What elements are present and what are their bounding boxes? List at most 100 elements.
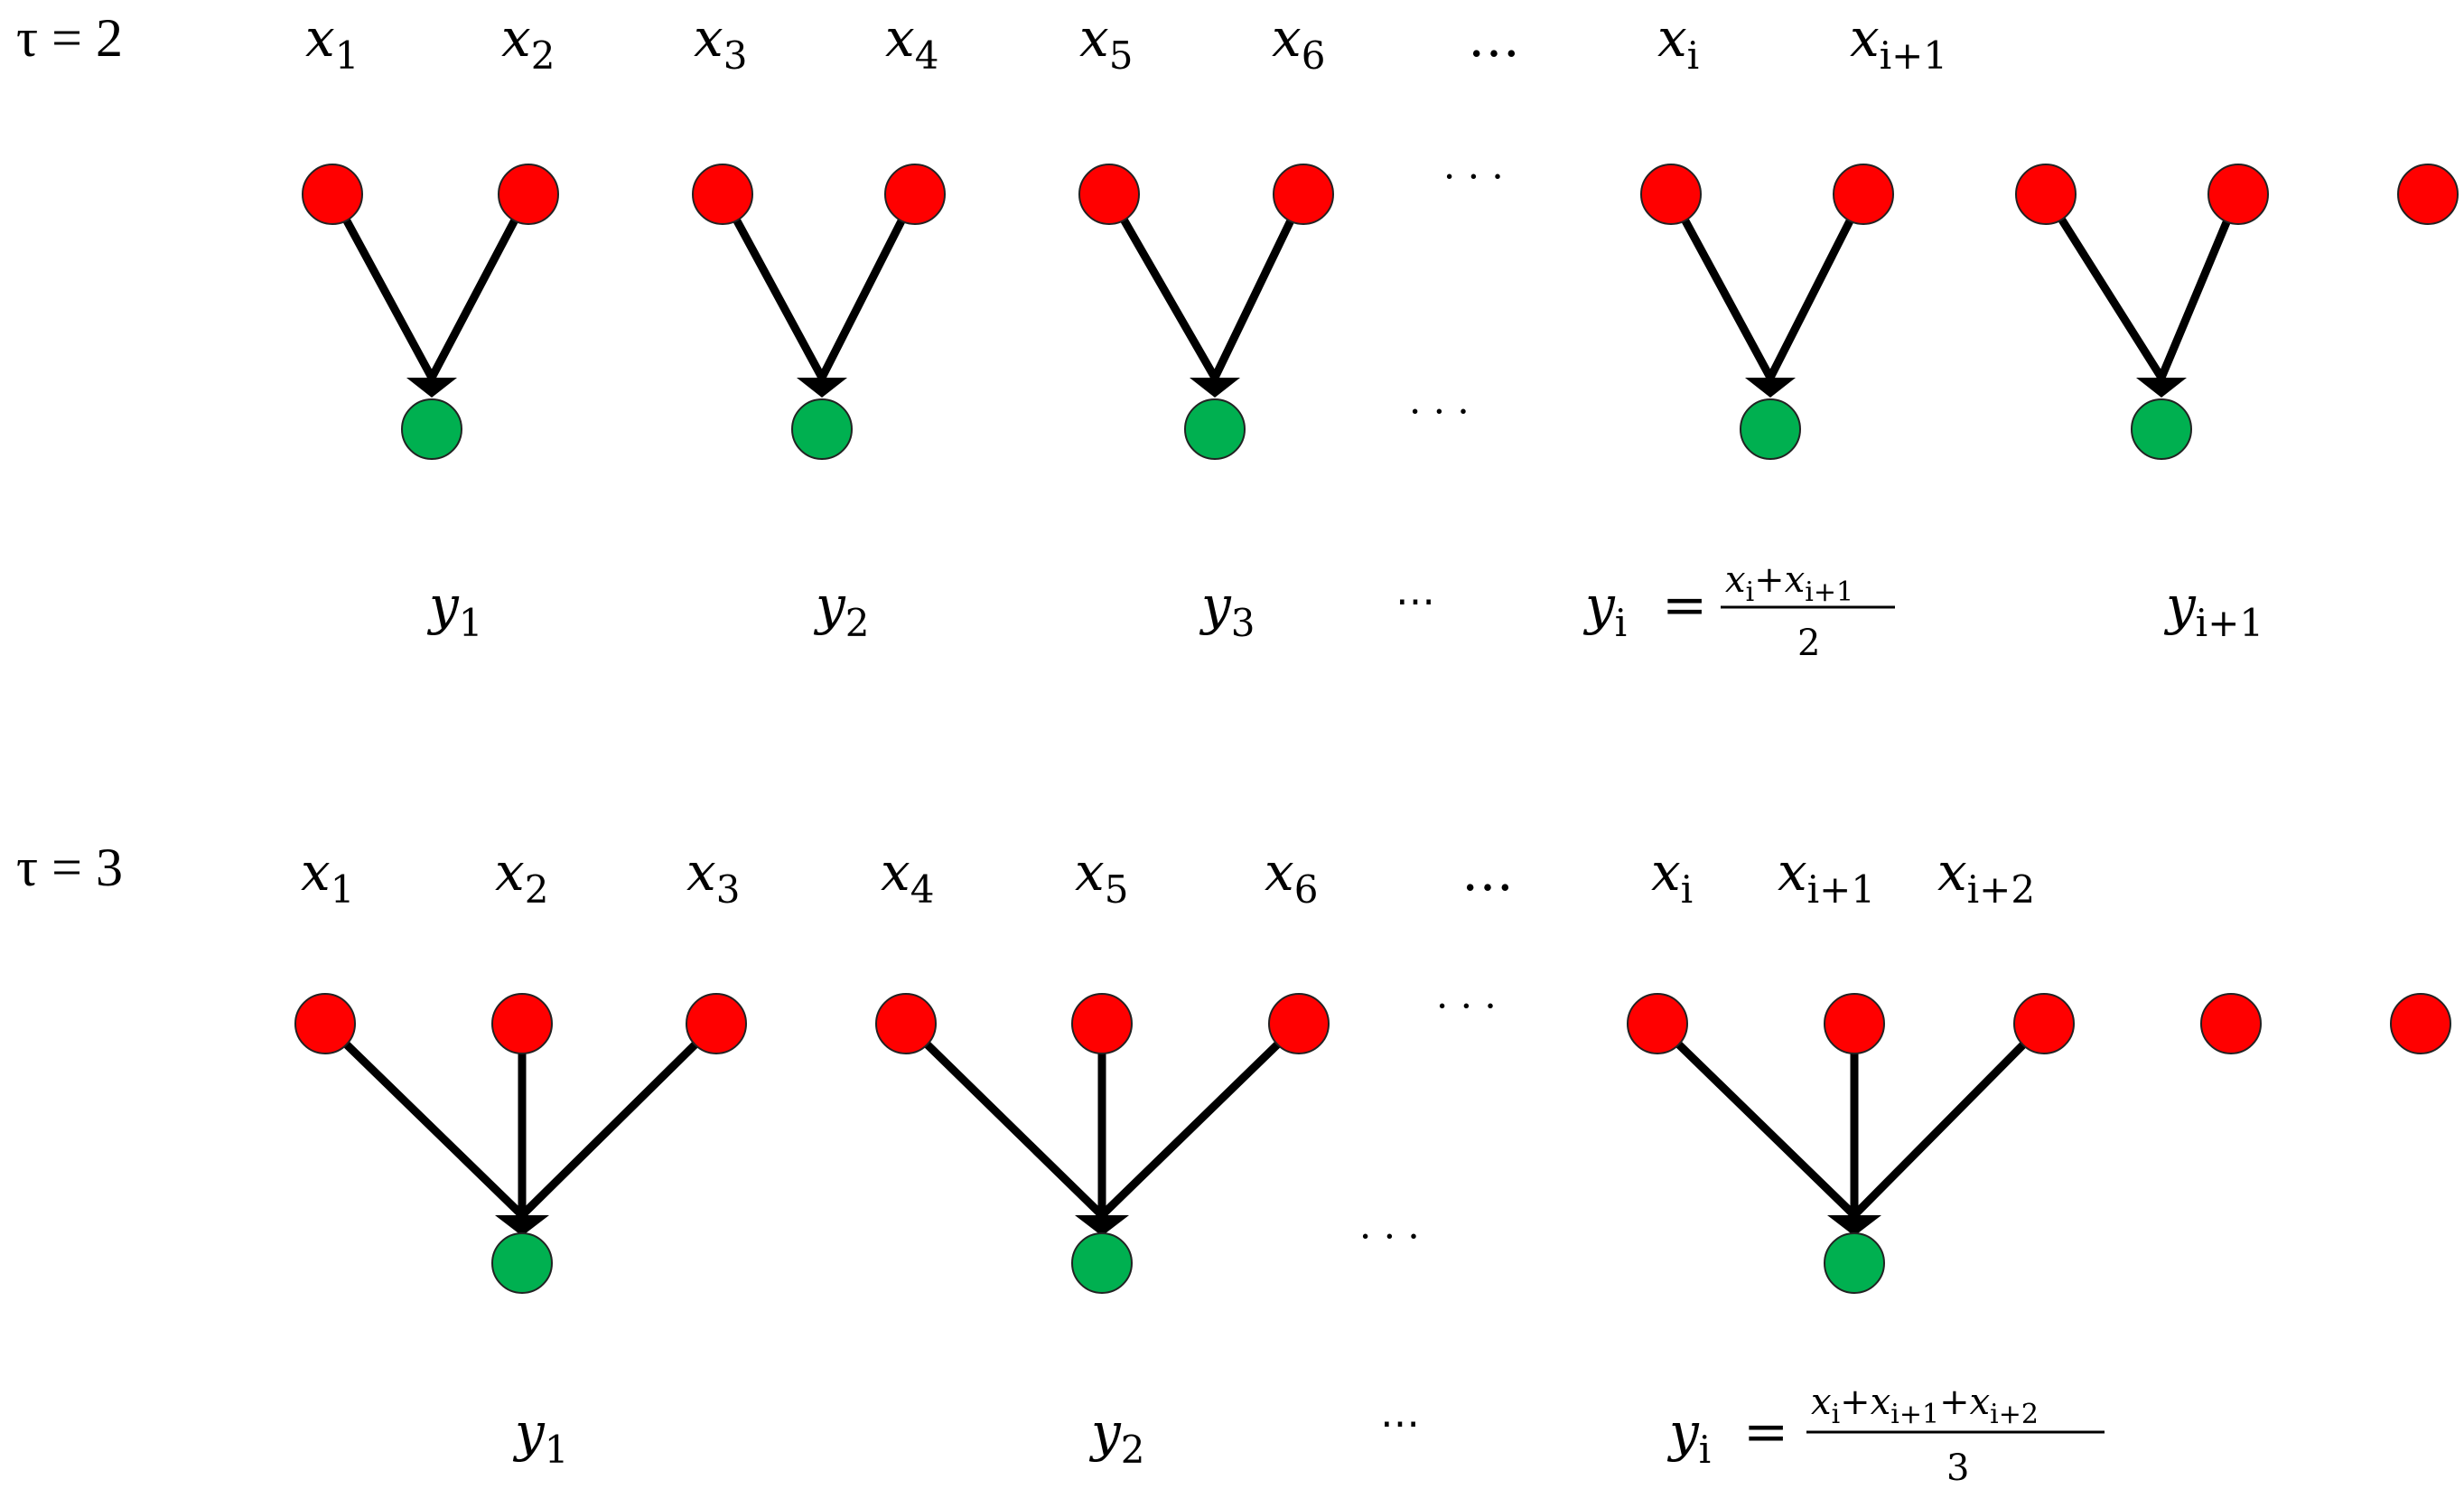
panel-tau-2: τ = 2 x1 x2 x3 x4 x5 x6 … xi xi+1 xyxy=(16,7,2459,664)
input-node xyxy=(2013,993,2075,1054)
y-label: yi xyxy=(1582,575,1627,645)
input-node xyxy=(491,993,553,1054)
arrowhead xyxy=(495,1215,549,1236)
x-labels: x1 x2 x3 x4 x5 x6 … xi xi+1 xi+2 xyxy=(301,841,2035,912)
output-node xyxy=(1740,398,1801,460)
input-nodes xyxy=(294,993,2451,1054)
formula-denominator: 2 xyxy=(1797,623,1820,664)
x-label: x3 xyxy=(694,7,747,78)
input-node xyxy=(1078,164,1140,225)
tau-label: τ = 2 xyxy=(16,8,123,68)
input-node xyxy=(1071,993,1133,1054)
x-label: x1 xyxy=(301,841,354,912)
input-node xyxy=(1833,164,1894,225)
edge xyxy=(2041,190,2166,382)
input-node xyxy=(686,993,747,1054)
x-label: x4 xyxy=(881,841,934,912)
edge xyxy=(328,190,436,382)
edge xyxy=(718,190,826,382)
input-node xyxy=(1640,164,1702,225)
output-node xyxy=(1184,398,1246,460)
arrowhead xyxy=(1827,1215,1881,1236)
x-label: x3 xyxy=(686,841,740,912)
ellipsis: · · · xyxy=(1409,389,1470,434)
edge xyxy=(1666,190,1775,382)
input-node xyxy=(1627,993,1688,1054)
edge xyxy=(1850,1019,2049,1220)
x-label: x5 xyxy=(1075,841,1128,912)
x-label: x2 xyxy=(501,7,555,78)
x-labels: x1 x2 x3 x4 x5 x6 … xi xi+1 xyxy=(305,7,1947,78)
arrowhead xyxy=(1190,378,1240,398)
formula-numerator: xi+xi+1 xyxy=(1725,559,1853,608)
x-label: x4 xyxy=(885,7,938,78)
ellipsis: · · · xyxy=(1359,1214,1420,1259)
output-node xyxy=(1071,1232,1133,1294)
arrowhead xyxy=(406,378,457,398)
input-nodes xyxy=(302,164,2459,225)
input-node xyxy=(1824,993,1885,1054)
arrowhead xyxy=(2136,378,2187,398)
edge xyxy=(427,190,533,382)
formula: = xi+xi+1+xi+2 3 xyxy=(1743,1381,2105,1489)
edges xyxy=(328,190,2243,382)
arrowhead xyxy=(1075,1215,1129,1236)
formula-equals: = xyxy=(1662,574,1707,637)
input-node xyxy=(1268,993,1330,1054)
edge xyxy=(817,190,919,382)
y-label-ellipsis: ⋯ xyxy=(1395,578,1435,624)
x-label: xi xyxy=(1657,7,1699,78)
input-node xyxy=(2200,993,2262,1054)
edge xyxy=(2157,190,2243,382)
y-labels: y1 y2 ⋯ yi xyxy=(512,1400,1711,1472)
y-label: y3 xyxy=(1199,575,1255,645)
edge xyxy=(518,1019,721,1220)
output-node xyxy=(2131,398,2192,460)
y-label: y1 xyxy=(512,1401,569,1472)
edges xyxy=(321,1019,2049,1220)
formula-numerator: xi+xi+1+xi+2 xyxy=(1811,1381,2039,1430)
input-node xyxy=(2207,164,2269,225)
input-node xyxy=(1273,164,1334,225)
x-label-ellipsis: … xyxy=(1461,841,1514,903)
input-node xyxy=(875,993,937,1054)
formula-denominator: 3 xyxy=(1946,1447,1969,1489)
x-label: xi xyxy=(1651,841,1693,912)
arrowheads xyxy=(495,1215,1881,1236)
input-node xyxy=(294,993,356,1054)
input-node xyxy=(302,164,363,225)
input-node xyxy=(884,164,946,225)
ellipsis: · · · xyxy=(1436,984,1497,1028)
x-label: x2 xyxy=(495,841,548,912)
input-node xyxy=(2397,164,2459,225)
arrowheads xyxy=(406,378,2187,398)
x-label-ellipsis: … xyxy=(1468,7,1520,69)
edge xyxy=(1105,190,1219,382)
ellipsis: · · · xyxy=(1443,155,1504,199)
edge xyxy=(901,1019,1106,1220)
output-nodes xyxy=(491,1232,1885,1294)
edge xyxy=(1097,1019,1303,1220)
y-label: y2 xyxy=(1088,1401,1145,1472)
x-label: x1 xyxy=(305,7,359,78)
formula-equals: = xyxy=(1743,1400,1788,1464)
edge xyxy=(321,1019,527,1220)
edge xyxy=(1210,190,1308,382)
y-label: y1 xyxy=(426,575,483,645)
arrowhead xyxy=(797,378,847,398)
input-node xyxy=(2390,993,2451,1054)
arrowhead xyxy=(1745,378,1796,398)
x-label: xi+1 xyxy=(1850,7,1947,78)
y-label: y2 xyxy=(813,575,870,645)
x-label: xi+2 xyxy=(1937,841,2035,912)
y-label-ellipsis: ⋯ xyxy=(1380,1400,1420,1447)
y-label: yi+1 xyxy=(2163,575,2263,645)
edge xyxy=(1766,190,1868,382)
output-node xyxy=(1824,1232,1885,1294)
output-node xyxy=(401,398,462,460)
x-label: x6 xyxy=(1272,7,1325,78)
input-node xyxy=(498,164,559,225)
x-label: xi+1 xyxy=(1778,841,1875,912)
input-node xyxy=(692,164,753,225)
